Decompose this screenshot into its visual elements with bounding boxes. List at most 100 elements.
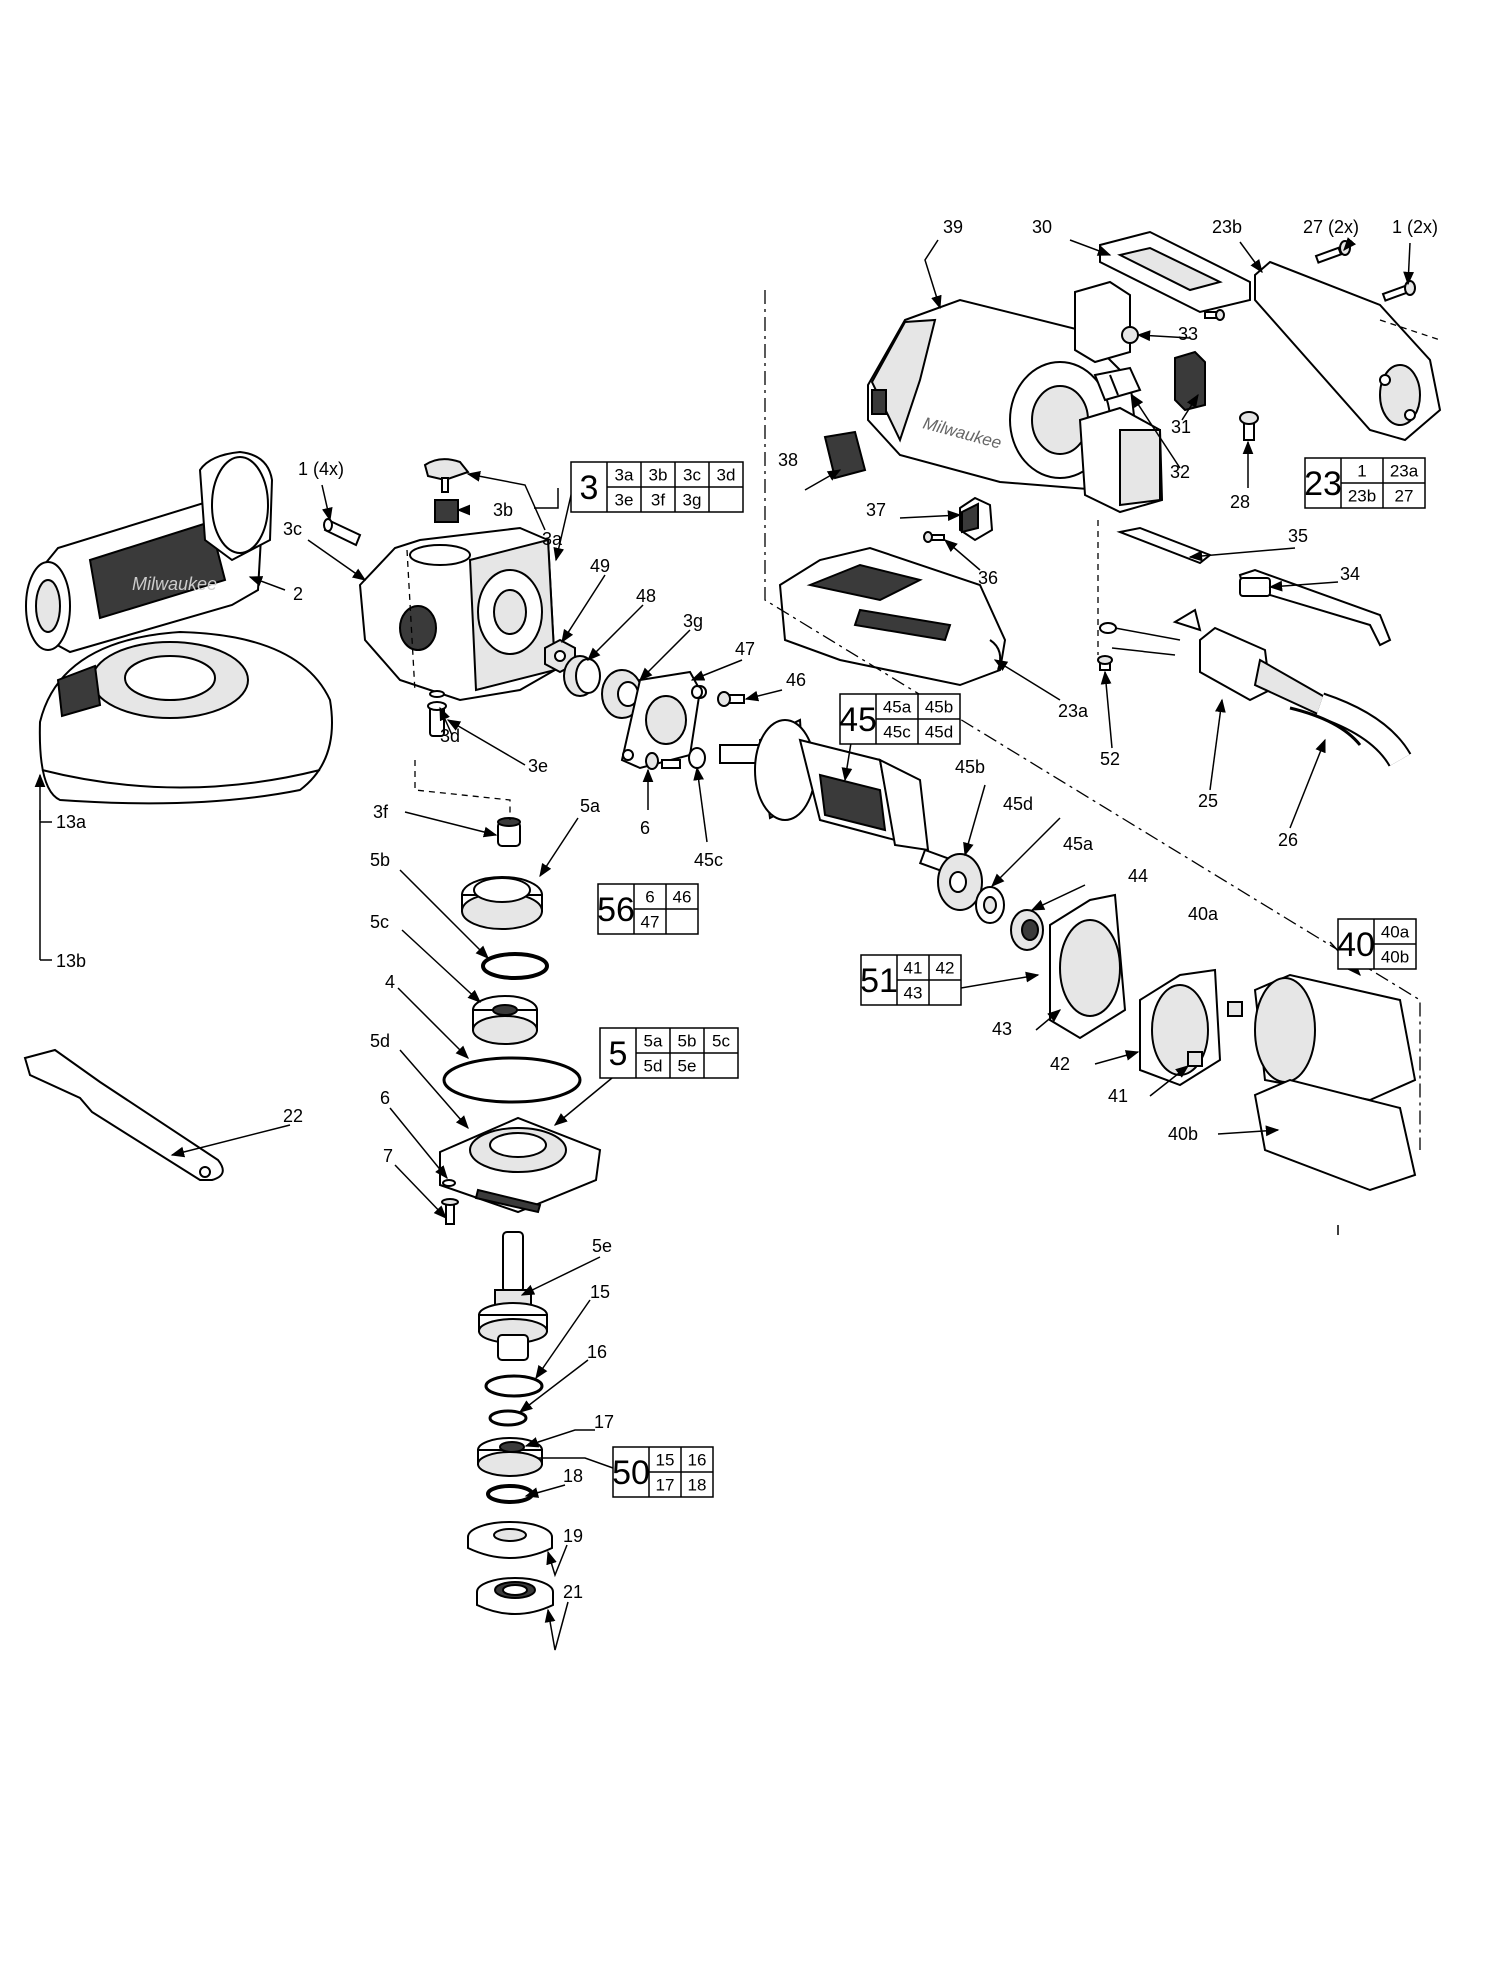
kit-number: 45 xyxy=(839,701,877,739)
kit-cell: 3d xyxy=(717,466,736,485)
wheel-guard xyxy=(38,630,333,805)
label-38: 38 xyxy=(778,450,798,470)
washer-3d xyxy=(429,690,445,698)
o-ring-18 xyxy=(486,1484,534,1504)
label-43: 43 xyxy=(992,1019,1012,1039)
label-6-top: 6 xyxy=(640,818,650,838)
kit-number: 40 xyxy=(1337,926,1375,964)
label-45d: 45d xyxy=(1003,794,1033,814)
kit-number: 23 xyxy=(1304,465,1342,503)
kit-cell: 6 xyxy=(645,888,654,907)
rear-cap-23b xyxy=(1254,260,1442,442)
kit-cell: 47 xyxy=(641,913,660,932)
label-26: 26 xyxy=(1278,830,1298,850)
kit-cell: 23b xyxy=(1348,487,1376,506)
spindle-5e xyxy=(478,1231,548,1361)
kit-number: 50 xyxy=(612,1454,650,1492)
kit-cell: 45d xyxy=(925,723,953,742)
switch-33 xyxy=(1074,280,1139,364)
kit-cell: 18 xyxy=(688,1476,707,1495)
label-48: 48 xyxy=(636,586,656,606)
screw-36 xyxy=(923,531,945,543)
bushing-3f xyxy=(497,817,521,847)
label-42: 42 xyxy=(1050,1054,1070,1074)
fan-45d xyxy=(937,853,983,911)
kit-23-table: 23 1 23a 23b 27 xyxy=(1304,457,1426,509)
label-39: 39 xyxy=(943,217,963,237)
kit-cell: 40a xyxy=(1381,923,1410,942)
label-47: 47 xyxy=(735,639,755,659)
kit-cell: 15 xyxy=(656,1451,675,1470)
label-2: 2 xyxy=(293,584,303,604)
brush-41 xyxy=(1187,1001,1243,1067)
label-3g: 3g xyxy=(683,611,703,631)
label-32: 32 xyxy=(1170,462,1190,482)
kit-cell: 27 xyxy=(1395,487,1414,506)
cable-assembly-25 xyxy=(1099,608,1332,717)
label-13b: 13b xyxy=(56,951,86,971)
label-27-2x: 27 (2x) xyxy=(1303,217,1359,237)
cord-26 xyxy=(1289,692,1412,767)
label-21: 21 xyxy=(563,1582,583,1602)
label-28: 28 xyxy=(1230,492,1250,512)
label-17: 17 xyxy=(594,1412,614,1432)
label-45c: 45c xyxy=(694,850,723,870)
label-31: 31 xyxy=(1171,417,1191,437)
slider-38 xyxy=(823,430,867,480)
label-3b: 3b xyxy=(493,500,513,520)
label-36: 36 xyxy=(978,568,998,588)
kit-cell: 43 xyxy=(904,984,923,1003)
kit-cell: 3a xyxy=(615,466,634,485)
label-16: 16 xyxy=(587,1342,607,1362)
label-37: 37 xyxy=(866,500,886,520)
kit-cell: 45c xyxy=(883,723,911,742)
screw-27 xyxy=(1314,240,1351,264)
side-handle: Milwaukee xyxy=(25,450,274,654)
assembly-lines xyxy=(406,290,1441,1150)
label-1-2x: 1 (2x) xyxy=(1392,217,1438,237)
label-19: 19 xyxy=(563,1526,583,1546)
kit-cell: 42 xyxy=(936,959,955,978)
kit-cell: 41 xyxy=(904,959,923,978)
label-30: 30 xyxy=(1032,217,1052,237)
pin-1-4x xyxy=(323,518,362,547)
label-1-4x: 1 (4x) xyxy=(298,459,344,479)
screw-small-top xyxy=(1204,309,1225,321)
leader-lines xyxy=(34,237,1414,1651)
callout-labels: 1 (4x) 3b 3a 3c 2 49 48 3g 47 46 3d 3e 6… xyxy=(56,217,1438,1602)
label-15: 15 xyxy=(590,1282,610,1302)
lever-34 xyxy=(1238,568,1392,647)
housing-40b xyxy=(1253,1078,1417,1192)
label-22: 22 xyxy=(283,1106,303,1126)
gear-plate-5d xyxy=(439,1116,602,1214)
kit-cell: 3f xyxy=(651,491,665,510)
label-3f: 3f xyxy=(373,802,389,822)
label-4: 4 xyxy=(385,972,395,992)
label-18: 18 xyxy=(563,1466,583,1486)
kit-cell: 5d xyxy=(644,1057,663,1076)
label-6-bottom: 6 xyxy=(380,1088,390,1108)
spindle-lock-button xyxy=(423,458,470,493)
kit-cell: 23a xyxy=(1390,462,1419,481)
kit-cell: 1 xyxy=(1357,462,1366,481)
lever-35 xyxy=(1116,526,1212,565)
o-ring-16 xyxy=(488,1409,528,1427)
washer-45c xyxy=(688,747,706,769)
inner-flange-19 xyxy=(467,1521,553,1559)
handle-logo: Milwaukee xyxy=(132,574,217,594)
retaining-ring-5b xyxy=(481,952,549,980)
label-40b: 40b xyxy=(1168,1124,1198,1144)
label-23a: 23a xyxy=(1058,701,1089,721)
kit-cell: 46 xyxy=(673,888,692,907)
screw-52 xyxy=(1097,655,1113,671)
brush-holder-42 xyxy=(1139,968,1222,1087)
bearing-5c xyxy=(472,995,538,1045)
baffle-43 xyxy=(1049,893,1127,1040)
label-13a: 13a xyxy=(56,812,87,832)
label-3a: 3a xyxy=(542,529,563,549)
bearing-44 xyxy=(1010,909,1044,951)
